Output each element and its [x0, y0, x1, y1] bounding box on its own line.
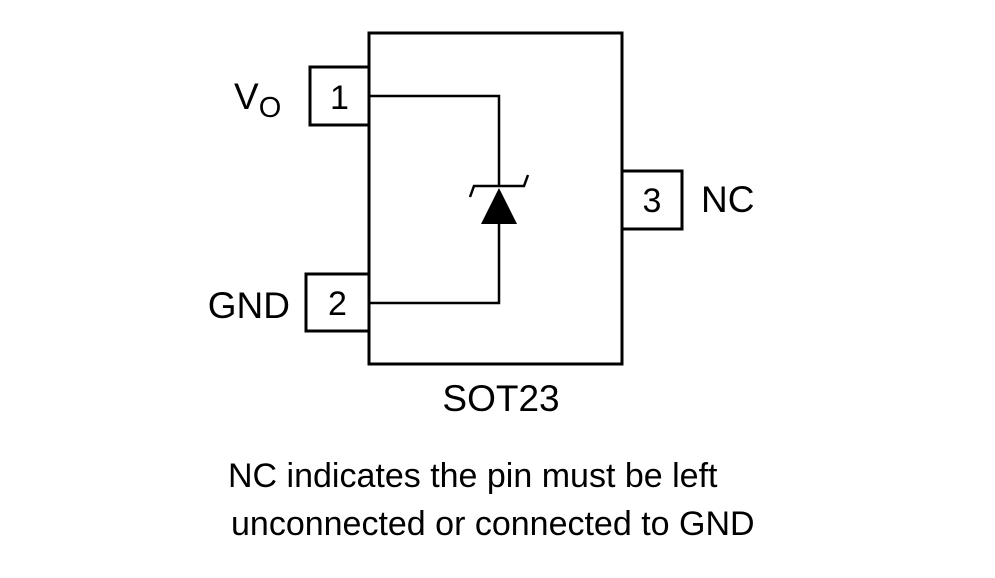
- pin-1-label-subscript: O: [259, 92, 282, 124]
- diode-triangle: [481, 188, 517, 224]
- pin-3-label: NC: [701, 179, 754, 220]
- pin-3: 3 NC: [620, 169, 754, 231]
- package-name: SOT23: [442, 378, 559, 419]
- zener-diode-icon: [468, 174, 530, 224]
- pin-1: 1 VO: [234, 65, 371, 127]
- pin-3-box: [620, 169, 684, 231]
- zener-cathode-bar: [468, 174, 530, 198]
- footnote-line-1: NC indicates the pin must be left: [228, 457, 718, 495]
- pin-3-number: 3: [643, 182, 662, 220]
- pin-2: 2 GND: [208, 272, 371, 333]
- pin-1-label-main: V: [234, 76, 259, 117]
- pin-2-label: GND: [208, 285, 290, 326]
- wire-anode-to-pin2: [369, 224, 501, 305]
- pin-2-number: 2: [328, 285, 347, 323]
- footnote: NC indicates the pin must be left unconn…: [228, 452, 755, 548]
- footnote-line-2: unconnected or connected to GND: [231, 505, 755, 543]
- pin-1-label: VO: [234, 76, 281, 124]
- wire-pin1-to-cathode: [369, 94, 501, 186]
- pin-1-number: 1: [330, 79, 349, 117]
